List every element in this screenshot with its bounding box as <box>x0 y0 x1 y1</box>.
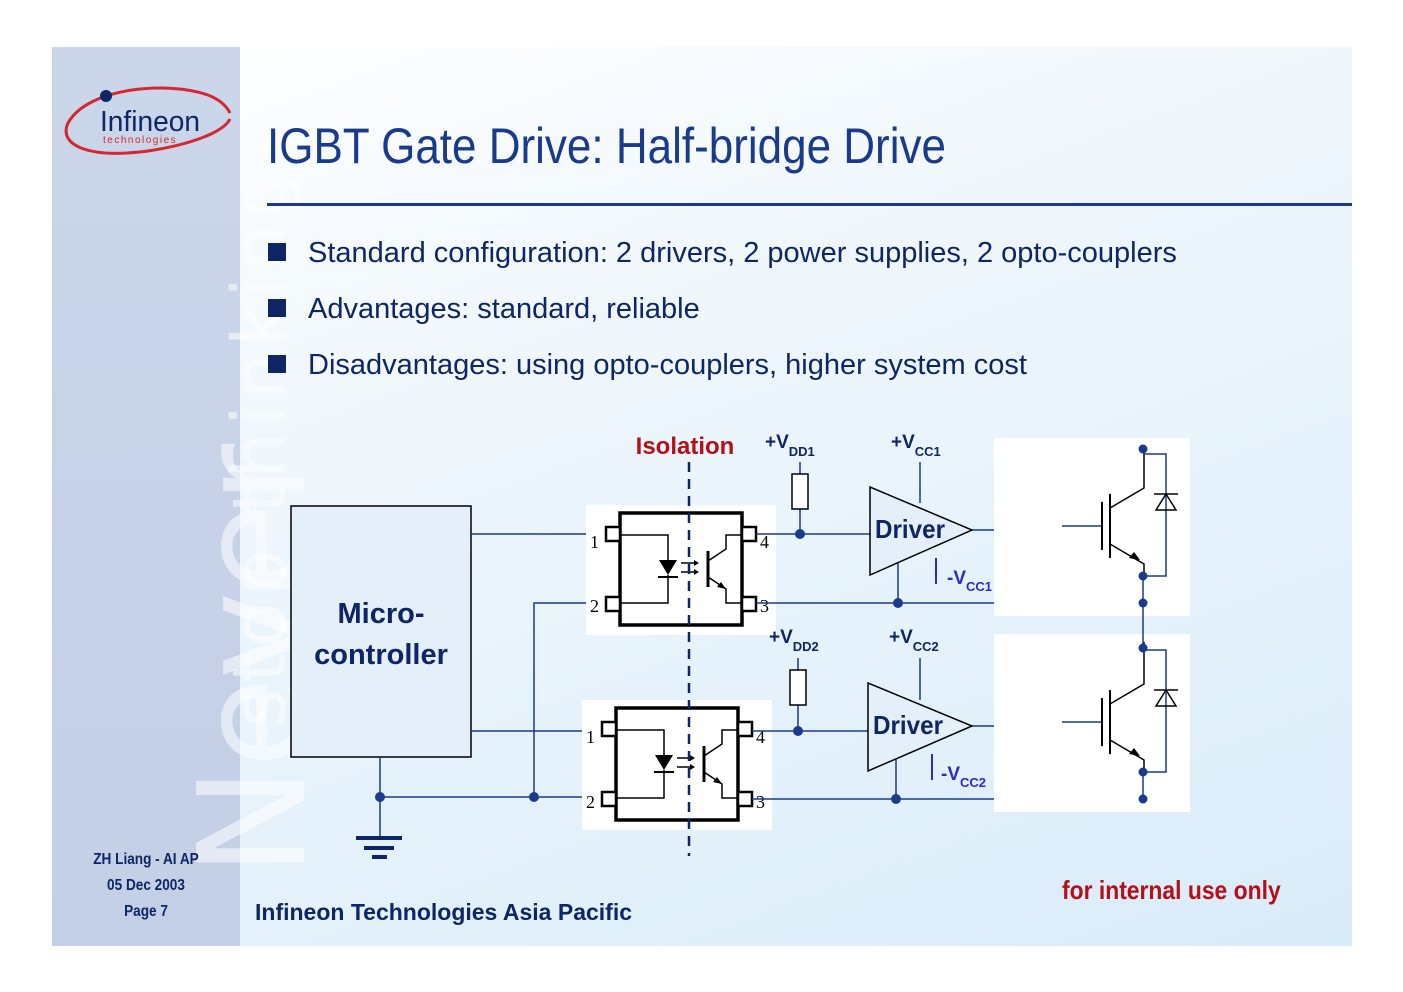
vcc1-pos-label: +V <box>891 432 915 453</box>
bullet-item: Disadvantages: using opto-couplers, high… <box>268 349 1027 382</box>
svg-text:+VDD2: +VDD2 <box>769 627 819 654</box>
opto-coupler-2 <box>580 698 774 832</box>
isolation-label: Isolation <box>636 433 735 460</box>
microcontroller-label-1: Micro- <box>338 598 425 630</box>
bullet-text: Advantages: standard, reliable <box>308 293 700 325</box>
bullet-square-icon <box>268 243 286 261</box>
svg-text:-VCC2: -VCC2 <box>941 764 986 790</box>
vdd2-sub: DD2 <box>793 639 819 654</box>
date-label: 05 Dec 2003 <box>107 877 185 894</box>
svg-text:+VDD1: +VDD1 <box>765 432 815 459</box>
opto1-pin-1: 1 <box>590 532 599 552</box>
page-number: Page 7 <box>124 903 168 920</box>
svg-text:-VCC1: -VCC1 <box>947 568 992 594</box>
vcc1-neg-sub: CC1 <box>966 579 992 594</box>
vdd2-label: +V <box>769 627 793 648</box>
svg-text:+VCC2: +VCC2 <box>889 627 939 654</box>
vdd1-label: +V <box>765 432 789 453</box>
svg-text:+VCC1: +VCC1 <box>891 432 941 459</box>
driver-2-label: Driver <box>873 710 943 740</box>
classification-label: for internal use only <box>1062 875 1281 905</box>
vcc2-pos-label: +V <box>889 627 913 648</box>
ground-icon <box>356 836 402 859</box>
microcontroller-label-2: controller <box>314 639 448 671</box>
bullet-item: Advantages: standard, reliable <box>268 293 700 326</box>
bullet-item: Standard configuration: 2 drivers, 2 pow… <box>268 237 1177 270</box>
vcc1-neg-label: -V <box>947 568 966 589</box>
igbt-high-side <box>993 437 1191 617</box>
infineon-logo: Infineon technologies <box>64 86 232 155</box>
sidebar: Never stop thinking Infineon technologie… <box>52 47 339 946</box>
opto1-pin-2: 2 <box>590 596 599 616</box>
vcc2-neg-sub: CC2 <box>960 775 986 790</box>
opto1-pin-3: 3 <box>760 596 769 616</box>
microcontroller-block <box>290 505 472 758</box>
logo-text: Infineon <box>100 106 200 138</box>
bullet-square-icon <box>268 355 286 373</box>
company-footer: Infineon Technologies Asia Pacific <box>255 899 633 925</box>
driver-2 <box>867 681 974 773</box>
bullet-text: Disadvantages: using opto-couplers, high… <box>308 349 1027 381</box>
junction-dots <box>375 444 1148 804</box>
author-label: ZH Liang - AI AP <box>93 851 199 868</box>
vcc2-pos-sub: CC2 <box>913 639 939 654</box>
vcc2-neg-label: -V <box>941 764 960 785</box>
igbt-low-side <box>993 633 1191 813</box>
driver-1 <box>869 485 974 577</box>
slide-footer-info: ZH Liang - AI AP 05 Dec 2003 Page 7 <box>52 847 240 925</box>
bullet-text: Standard configuration: 2 drivers, 2 pow… <box>308 237 1177 269</box>
opto2-pin-1: 1 <box>586 727 595 747</box>
opto2-pin-2: 2 <box>586 792 595 812</box>
slide-title: IGBT Gate Drive: Half-bridge Drive <box>267 118 946 174</box>
title-divider <box>267 203 1352 206</box>
vcc1-pos-sub: CC1 <box>915 444 941 459</box>
driver-1-label: Driver <box>875 514 945 544</box>
opto1-pin-4: 4 <box>760 532 769 552</box>
vdd1-sub: DD1 <box>789 444 815 459</box>
logo-subtext: technologies <box>103 135 177 146</box>
opto2-pin-4: 4 <box>756 727 765 747</box>
opto-coupler-1 <box>584 503 778 637</box>
resistor-rdd1 <box>791 473 809 510</box>
resistor-rdd2 <box>789 669 807 706</box>
bullet-square-icon <box>268 299 286 317</box>
opto2-pin-3: 3 <box>756 792 765 812</box>
